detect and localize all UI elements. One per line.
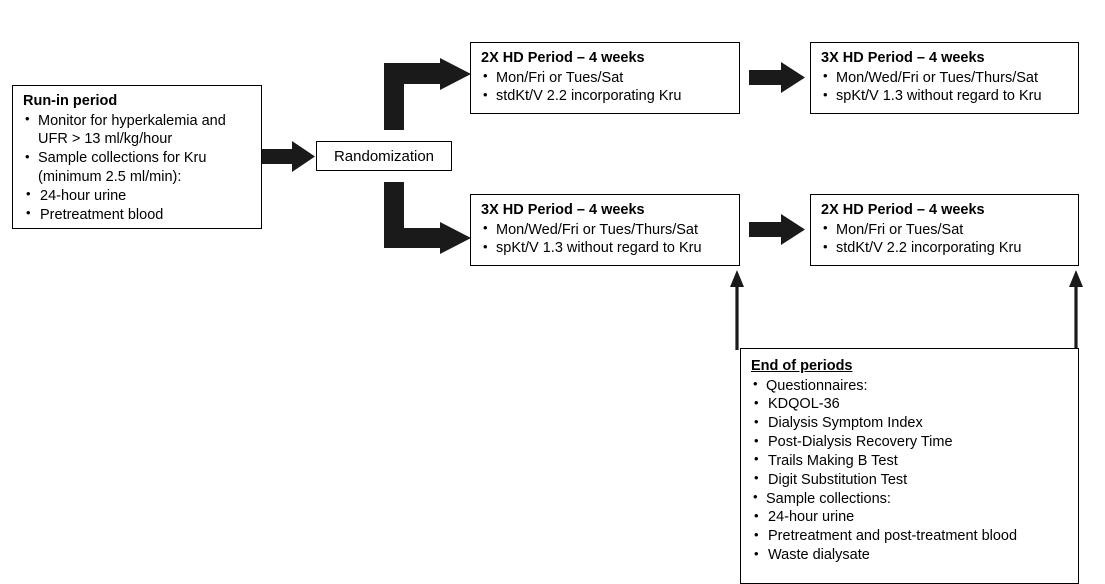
randomization-label: Randomization (333, 147, 435, 165)
list-item: 24-hour urine (751, 508, 1070, 527)
end-of-periods-questionnaires-group: Questionnaires: (751, 376, 1070, 396)
run-in-item2-continuation: (minimum 2.5 ml/min): (38, 169, 182, 186)
list-item: Dialysis Symptom Index (751, 414, 1070, 433)
randomization-box: Randomization (316, 141, 452, 171)
list-item: Pretreatment and post-treatment blood (751, 527, 1070, 546)
list-item: stdKt/V 2.2 incorporating Kru (481, 87, 731, 106)
arm-a-period1-box: 2X HD Period – 4 weeks Mon/Fri or Tues/S… (470, 42, 740, 114)
arm-b-period2-list: Mon/Fri or Tues/Sat stdKt/V 2.2 incorpor… (821, 220, 1070, 259)
list-item: Pretreatment blood (23, 205, 253, 225)
arrow-branch-down-to-arm-b (384, 182, 471, 254)
run-in-period-list: Monitor for hyperkalemia and (23, 111, 253, 131)
arm-a-period2-title: 3X HD Period – 4 weeks (821, 50, 985, 66)
list-item: 24-hour urine (23, 186, 253, 206)
arm-b-period1-title: 3X HD Period – 4 weeks (481, 202, 645, 218)
end-of-periods-box: End of periods Questionnaires: KDQOL-36 … (740, 348, 1079, 584)
arrow-arm-a-p1-to-p2 (749, 62, 805, 93)
list-item: Waste dialysate (751, 546, 1070, 565)
list-item: Mon/Fri or Tues/Sat (821, 220, 1070, 240)
run-in-item1-continuation: UFR > 13 ml/kg/hour (38, 131, 173, 148)
arrow-end-to-arm-b-p2 (1069, 270, 1083, 350)
arrow-end-to-arm-b-p1 (730, 270, 744, 350)
run-in-period-box: Run-in period Monitor for hyperkalemia a… (12, 85, 262, 229)
list-item: Trails Making B Test (751, 451, 1070, 471)
arm-b-period2-title: 2X HD Period – 4 weeks (821, 202, 985, 218)
arm-a-period1-title: 2X HD Period – 4 weeks (481, 50, 645, 66)
list-item: spKt/V 1.3 without regard to Kru (481, 239, 731, 258)
list-item: Monitor for hyperkalemia and (23, 111, 253, 131)
list-item: KDQOL-36 (751, 395, 1070, 414)
end-of-periods-title: End of periods (751, 358, 853, 374)
arm-b-period1-list: Mon/Wed/Fri or Tues/Thurs/Sat spKt/V 1.3… (481, 220, 731, 259)
list-item: Sample collections for Kru (23, 149, 253, 168)
list-item: spKt/V 1.3 without regard to Kru (821, 87, 1070, 106)
end-of-periods-samples-list: 24-hour urine Pretreatment and post-trea… (751, 508, 1070, 565)
end-of-periods-samples-group: Sample collections: (751, 489, 1070, 509)
end-of-periods-questionnaires-list: KDQOL-36 Dialysis Symptom Index Post-Dia… (751, 395, 1070, 489)
arm-b-period2-box: 2X HD Period – 4 weeks Mon/Fri or Tues/S… (810, 194, 1079, 266)
list-item: Mon/Fri or Tues/Sat (481, 68, 731, 88)
arm-a-period1-list: Mon/Fri or Tues/Sat stdKt/V 2.2 incorpor… (481, 68, 731, 107)
run-in-period-title: Run-in period (23, 93, 118, 109)
list-item: Mon/Wed/Fri or Tues/Thurs/Sat (481, 220, 731, 240)
arm-b-period1-box: 3X HD Period – 4 weeks Mon/Wed/Fri or Tu… (470, 194, 740, 266)
run-in-period-sublist: 24-hour urine Pretreatment blood (23, 186, 253, 225)
arm-a-period2-box: 3X HD Period – 4 weeks Mon/Wed/Fri or Tu… (810, 42, 1079, 114)
list-item: Digit Substitution Test (751, 470, 1070, 490)
run-in-period-list-2: Sample collections for Kru (23, 149, 253, 168)
list-item: Sample collections: (751, 489, 1070, 509)
arrow-arm-b-p1-to-p2 (749, 214, 805, 245)
list-item: stdKt/V 2.2 incorporating Kru (821, 239, 1070, 258)
list-item: Mon/Wed/Fri or Tues/Thurs/Sat (821, 68, 1070, 88)
list-item: Post-Dialysis Recovery Time (751, 433, 1070, 452)
arm-a-period2-list: Mon/Wed/Fri or Tues/Thurs/Sat spKt/V 1.3… (821, 68, 1070, 107)
arrow-runin-to-randomization (262, 141, 315, 172)
list-item: Questionnaires: (751, 376, 1070, 396)
arrow-branch-up-to-arm-a (384, 58, 471, 130)
